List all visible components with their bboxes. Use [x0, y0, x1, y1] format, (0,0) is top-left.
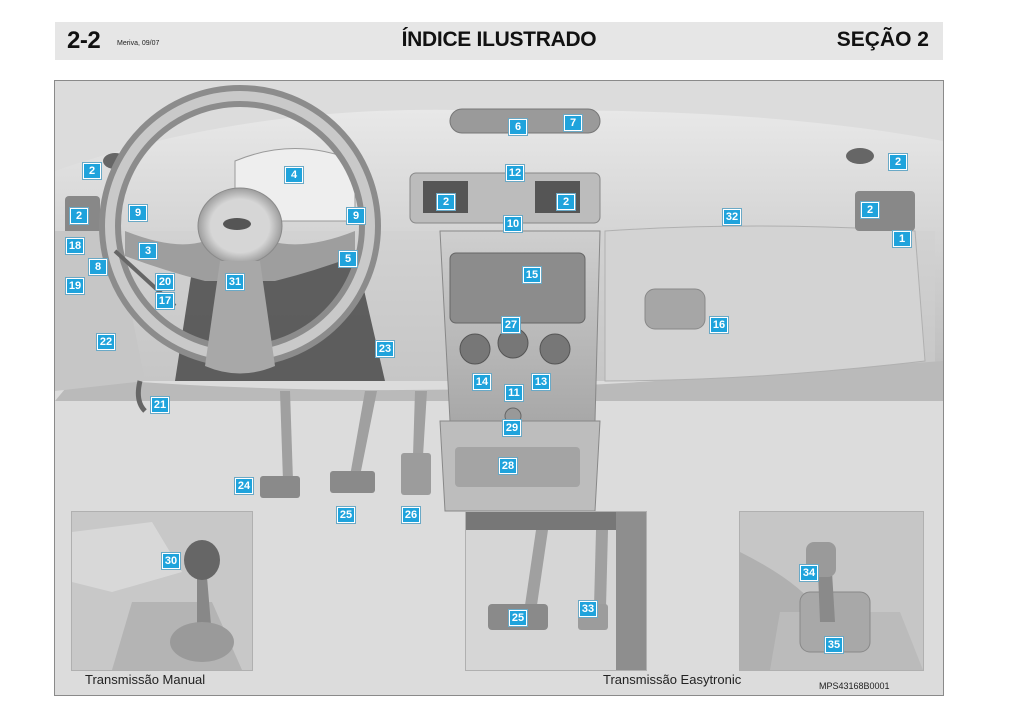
easytronic-shifter-inset	[739, 511, 924, 671]
callout-31: 31	[226, 274, 244, 290]
dashboard-drawing	[55, 85, 943, 512]
callout-2: 2	[889, 154, 907, 170]
easytronic-pedal-drawing	[466, 512, 646, 670]
callout-12: 12	[506, 165, 524, 181]
callout-33: 33	[579, 601, 597, 617]
easytronic-pedal-inset	[465, 511, 647, 671]
callout-2: 2	[861, 202, 879, 218]
callout-8: 8	[89, 259, 107, 275]
manual-shifter-drawing	[72, 522, 242, 670]
callout-18: 18	[66, 238, 84, 254]
callout-19: 19	[66, 278, 84, 294]
callout-3: 3	[139, 243, 157, 259]
callout-1: 1	[893, 231, 911, 247]
callout-2: 2	[83, 163, 101, 179]
callout-10: 10	[504, 216, 522, 232]
section-label: SEÇÃO 2	[836, 28, 929, 51]
callout-22: 22	[97, 334, 115, 350]
callout-21: 21	[151, 397, 169, 413]
callout-2: 2	[557, 194, 575, 210]
dashboard-illustration: 1 2 2 2 2 2 2 3 4 5 6 7 8 9 9 10 11 12 1…	[54, 80, 944, 696]
callout-34: 34	[800, 565, 818, 581]
callout-23: 23	[376, 341, 394, 357]
callout-9: 9	[347, 208, 365, 224]
manual-shifter-inset	[71, 511, 253, 671]
page-number: 2-2	[67, 27, 101, 54]
callout-25: 25	[509, 610, 527, 626]
callout-7: 7	[564, 115, 582, 131]
callout-20: 20	[156, 274, 174, 290]
callout-9: 9	[129, 205, 147, 221]
callout-28: 28	[499, 458, 517, 474]
page-header: 2-2 Meriva, 09/07 ÍNDICE ILUSTRADO SEÇÃO…	[55, 22, 943, 60]
easytronic-shifter-drawing	[740, 542, 923, 670]
callout-14: 14	[473, 374, 491, 390]
callout-2: 2	[70, 208, 88, 224]
callout-13: 13	[532, 374, 550, 390]
callout-15: 15	[523, 267, 541, 283]
callout-6: 6	[509, 119, 527, 135]
callout-16: 16	[710, 317, 728, 333]
page-subtitle: Meriva, 09/07	[117, 40, 160, 47]
page-title: ÍNDICE ILUSTRADO	[401, 28, 597, 51]
callout-26: 26	[402, 507, 420, 523]
callout-24: 24	[235, 478, 253, 494]
callout-32: 32	[723, 209, 741, 225]
callout-35: 35	[825, 637, 843, 653]
caption-manual-transmission: Transmissão Manual	[85, 672, 206, 687]
caption-easytronic-transmission: Transmissão Easytronic	[603, 672, 742, 687]
figure-code: MPS43168B0001	[819, 681, 890, 691]
callout-11: 11	[505, 385, 523, 401]
callout-2: 2	[437, 194, 455, 210]
callout-17: 17	[156, 293, 174, 309]
callout-29: 29	[503, 420, 521, 436]
callout-25: 25	[337, 507, 355, 523]
callout-27: 27	[502, 317, 520, 333]
callout-5: 5	[339, 251, 357, 267]
callout-4: 4	[285, 167, 303, 183]
callout-30: 30	[162, 553, 180, 569]
